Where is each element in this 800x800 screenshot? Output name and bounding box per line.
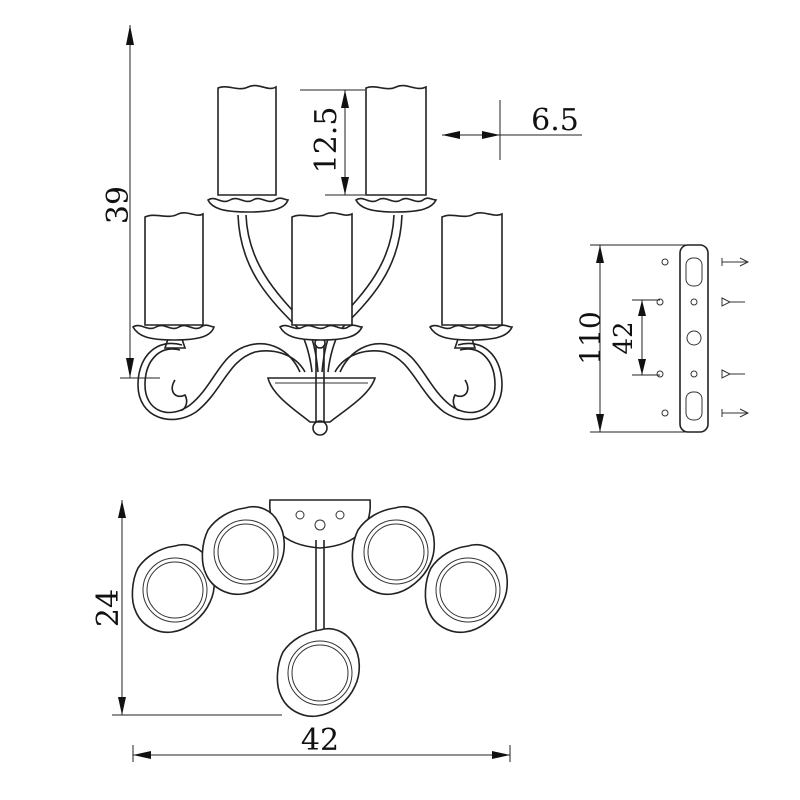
dim-candle-height: 12.5 xyxy=(300,89,365,196)
top-view-cups xyxy=(131,506,509,718)
dim-width: 42 xyxy=(132,723,511,762)
dim-bracket-hole-spacing-label: 42 xyxy=(609,321,639,354)
dim-candle-height-label: 12.5 xyxy=(309,107,344,174)
dim-width-label: 42 xyxy=(301,723,339,758)
dim-bracket-height: 110 xyxy=(574,244,690,433)
dim-overall-height: 39 xyxy=(101,25,160,379)
dim-depth-label: 24 xyxy=(91,589,126,627)
screws xyxy=(721,257,750,418)
candles-front xyxy=(131,84,514,341)
dim-bracket-hole-spacing: 42 xyxy=(609,299,660,376)
dim-candle-gap: 6.5 xyxy=(442,100,582,160)
dim-overall-height-label: 39 xyxy=(101,186,136,224)
dim-bracket-height-label: 110 xyxy=(574,311,607,364)
front-elevation: 39 12.5 6.5 xyxy=(101,25,582,436)
dim-depth: 24 xyxy=(91,500,282,716)
top-view: 24 42 xyxy=(91,499,511,762)
mounting-bracket: 110 42 xyxy=(574,244,750,433)
dim-candle-gap-label: 6.5 xyxy=(531,103,579,138)
